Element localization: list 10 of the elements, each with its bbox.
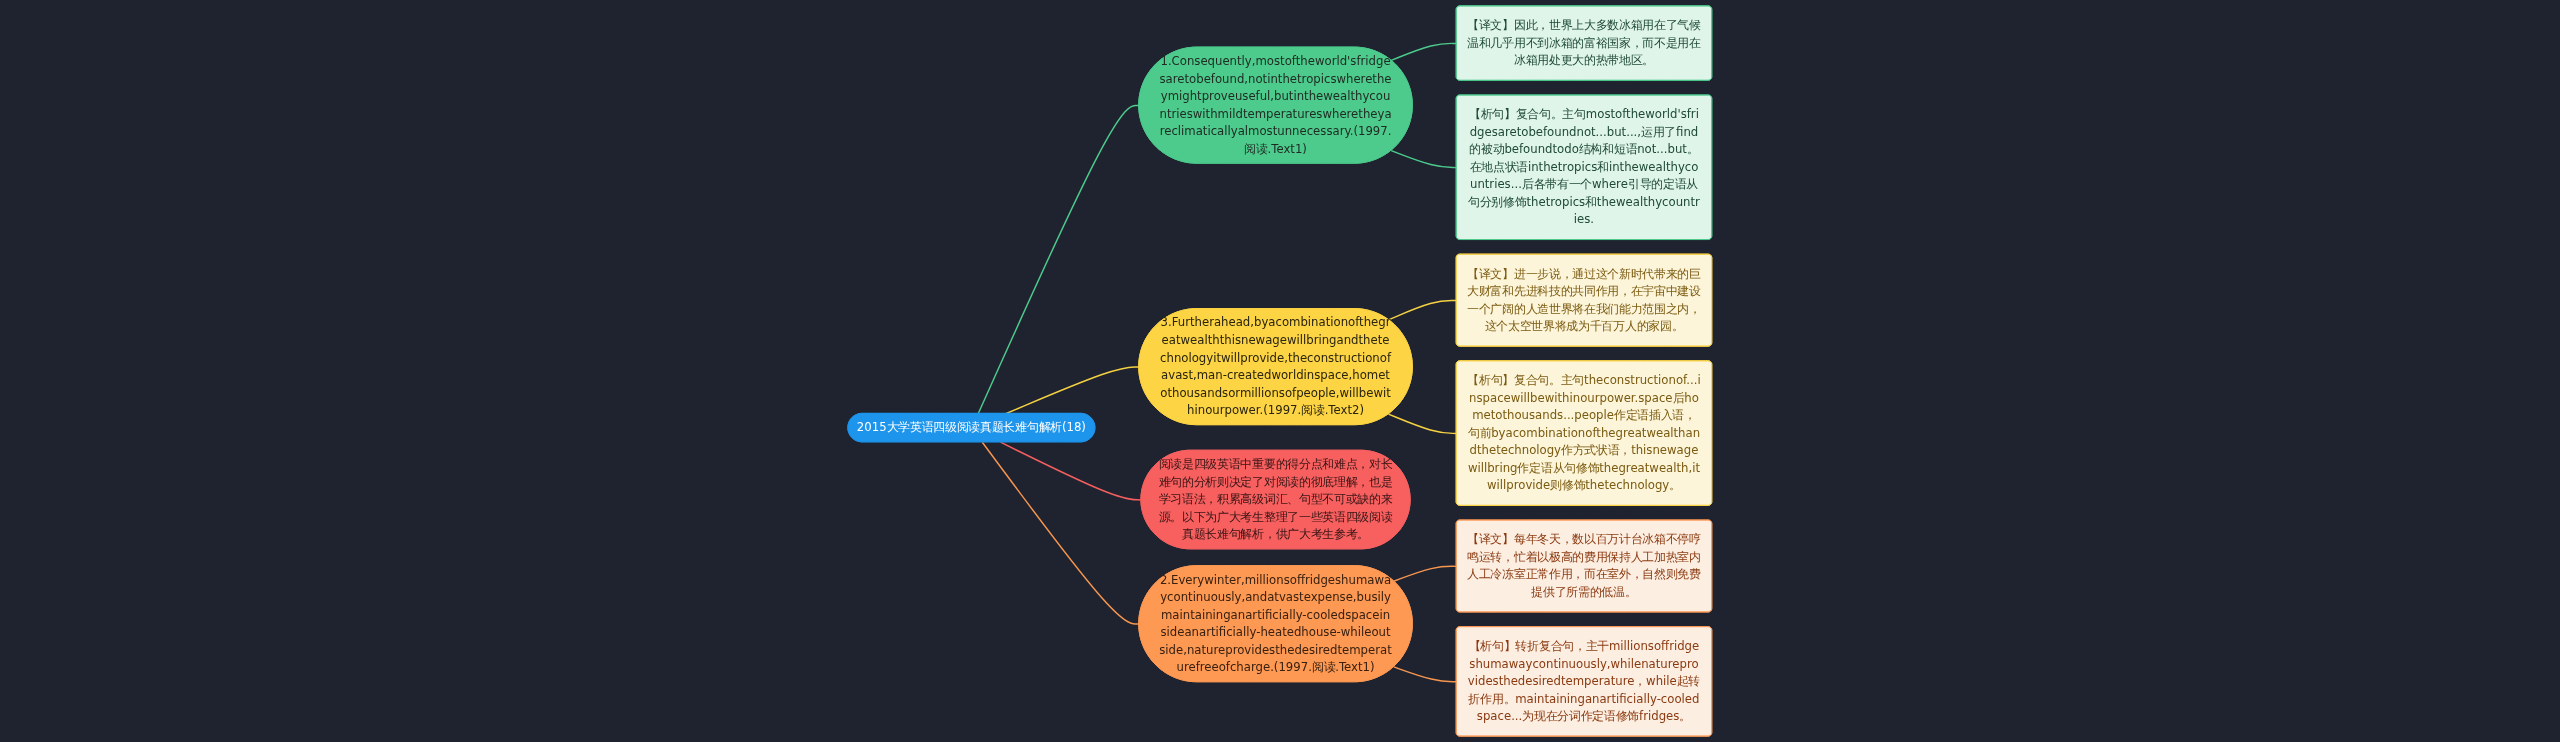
connector	[1393, 666, 1458, 683]
connector	[1387, 413, 1458, 435]
connector	[1393, 565, 1458, 582]
connector	[981, 441, 1140, 625]
connector	[1387, 299, 1458, 321]
connector	[1390, 42, 1458, 62]
connector	[1000, 441, 1143, 501]
connector	[1390, 149, 1458, 169]
connector	[1005, 366, 1140, 415]
connector	[977, 104, 1140, 415]
